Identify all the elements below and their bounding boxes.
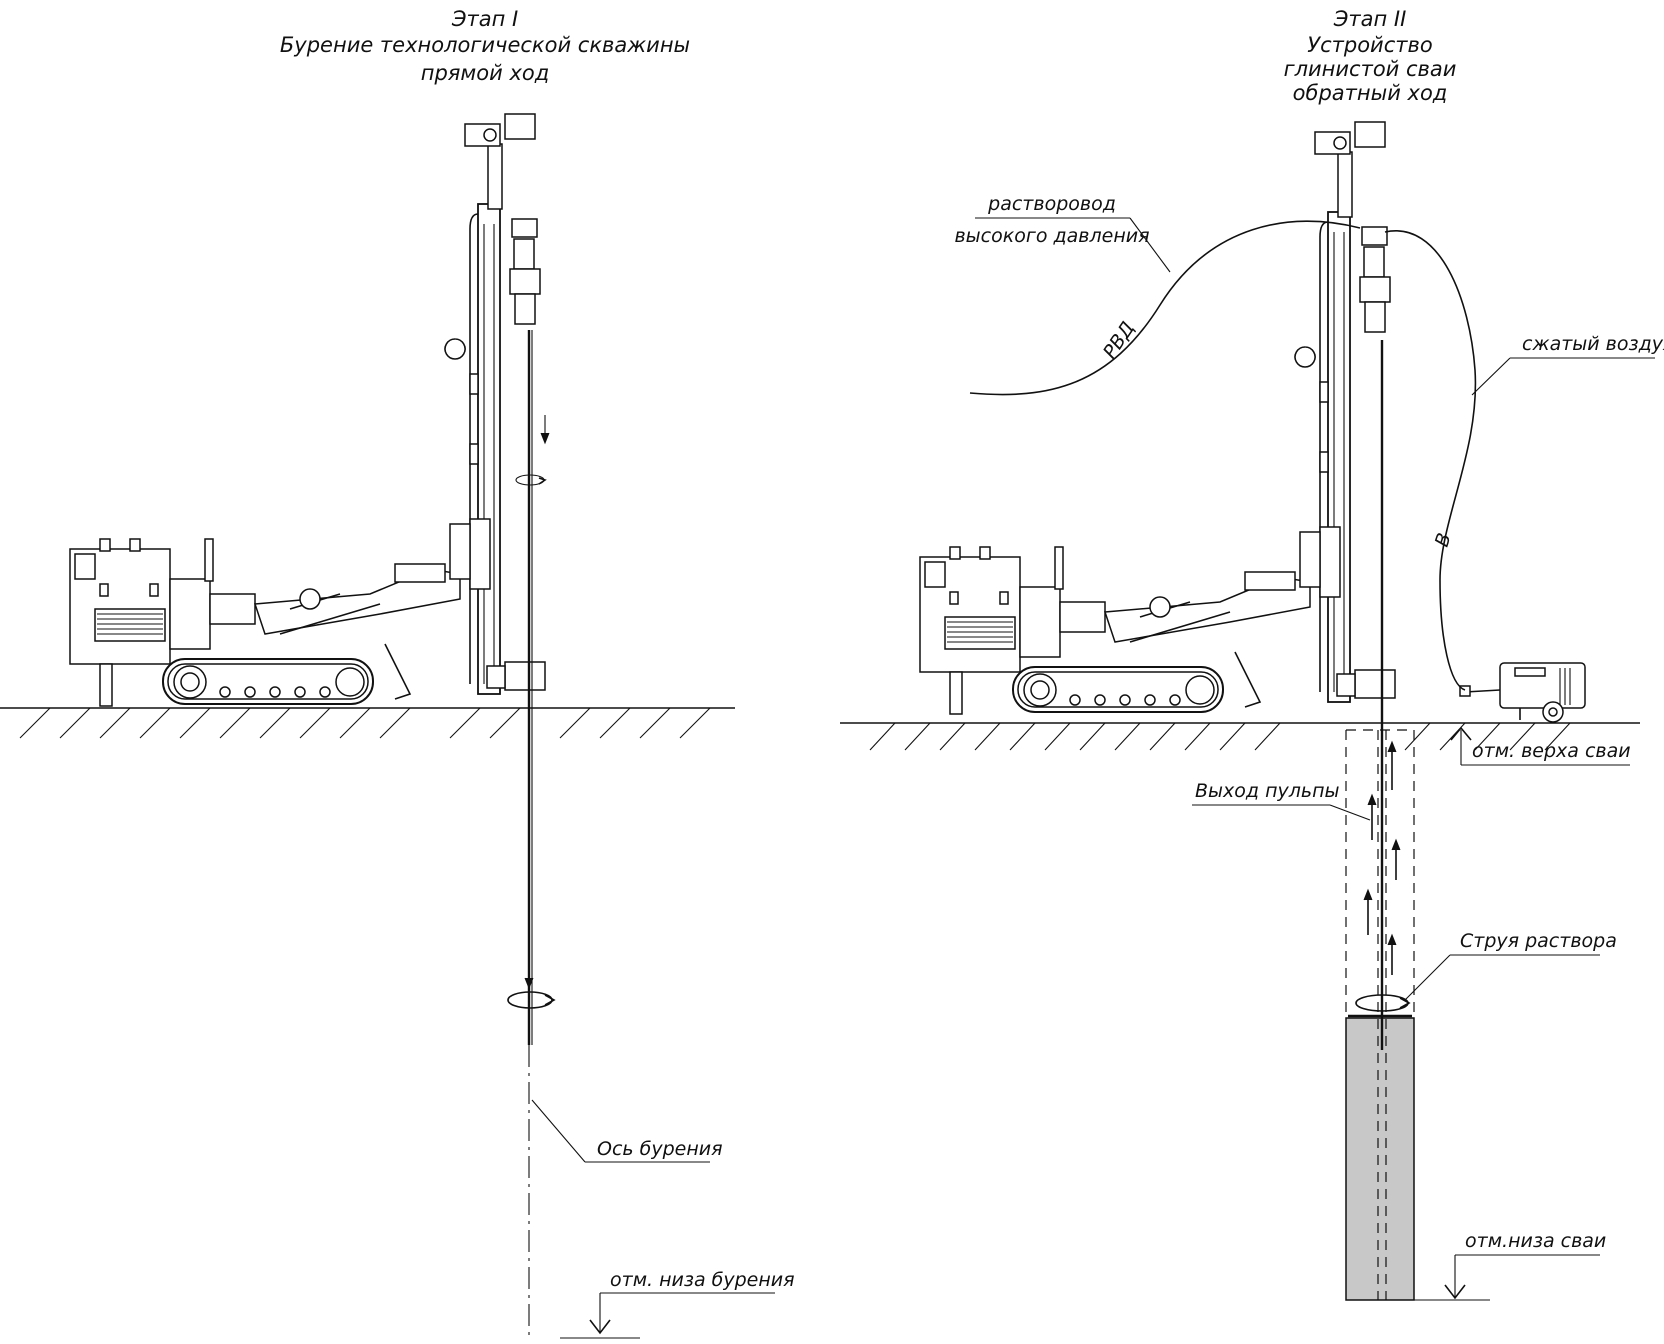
- pulp-arrows: [1363, 740, 1401, 975]
- pulp-leader: Выход пульпы: [1192, 780, 1371, 821]
- air-hose-tag: В: [1431, 530, 1456, 549]
- high-pressure-hose: РВД растворовод высокого давления: [954, 193, 1361, 396]
- stage1-drill-rod: [507, 330, 556, 1045]
- hose-label-1: растворовод: [987, 193, 1116, 215]
- stage2-subtitle-2: глинистой сваи: [1284, 57, 1457, 81]
- pile-top-label: отм. верха сваи: [1472, 740, 1631, 762]
- stage2-title: Этап II: [1333, 7, 1407, 31]
- stage1-bottom-mark: отм. низа бурения: [560, 1269, 795, 1339]
- air-compressor: [1459, 662, 1586, 723]
- stage2-ground-hatch: [869, 722, 1571, 751]
- pile-bottom-label: отм.низа сваи: [1465, 1230, 1606, 1252]
- stage1-axis-leader: Ось бурения: [531, 1099, 723, 1163]
- air-label: сжатый воздух: [1522, 333, 1664, 355]
- stage1-ground-hatch: [19, 707, 711, 739]
- pile-top-mark: отм. верха сваи: [1450, 726, 1631, 766]
- stage2-title-block: Этап II Устройство глинистой сваи обратн…: [1284, 7, 1457, 105]
- stage1-title-block: Этап I Бурение технологической скважины …: [280, 7, 690, 85]
- stage2-subtitle-3: обратный ход: [1293, 81, 1448, 105]
- pulp-label: Выход пульпы: [1195, 780, 1340, 802]
- air-hose: В сжатый воздух: [1384, 230, 1664, 691]
- pile-bottom-mark: отм.низа сваи: [1412, 1230, 1606, 1301]
- jet-leader: Струя раствора: [1404, 930, 1617, 1001]
- pile-column: [1345, 340, 1415, 1301]
- hose-label-2: высокого давления: [954, 225, 1149, 247]
- stage1-subtitle-2: прямой ход: [421, 61, 550, 85]
- stage1-axis-label: Ось бурения: [597, 1138, 723, 1160]
- stage1-subtitle-1: Бурение технологической скважины: [280, 33, 690, 57]
- jet-label: Струя раствора: [1460, 930, 1617, 952]
- stage1-title: Этап I: [451, 7, 518, 31]
- stage1-rig: [69, 113, 546, 707]
- stage1-bottom-label: отм. низа бурения: [610, 1269, 795, 1291]
- stage2-subtitle-1: Устройство: [1307, 33, 1432, 57]
